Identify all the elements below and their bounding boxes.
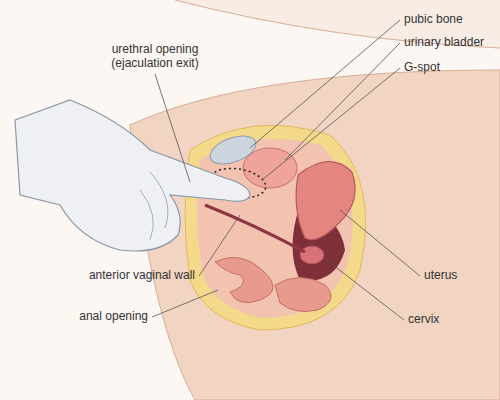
glove-folds bbox=[140, 172, 168, 240]
leader-line bbox=[262, 68, 400, 180]
pelvic-fat bbox=[185, 125, 366, 330]
leader-line bbox=[340, 210, 420, 276]
part-label: cervix bbox=[408, 312, 439, 326]
cervix bbox=[300, 246, 324, 264]
rectum bbox=[215, 258, 273, 303]
leader-line bbox=[199, 215, 240, 276]
body-skin bbox=[130, 70, 500, 400]
part-label: uterus bbox=[424, 268, 457, 282]
gloved-hand bbox=[15, 100, 250, 251]
leader-line bbox=[152, 290, 218, 317]
upper-thigh bbox=[175, 0, 500, 48]
leader-line bbox=[324, 258, 404, 320]
part-label: anal opening bbox=[79, 309, 148, 323]
intestine bbox=[275, 278, 331, 312]
uterus bbox=[296, 162, 355, 240]
part-label: pubic bone bbox=[404, 12, 463, 26]
urinary-bladder bbox=[243, 148, 297, 188]
thigh-outline bbox=[175, 0, 500, 48]
part-label: G-spot bbox=[404, 60, 440, 74]
part-label: urinary bladder bbox=[404, 35, 484, 49]
leader-line bbox=[285, 43, 400, 160]
leader-line bbox=[155, 74, 190, 182]
part-label: urethral opening (ejaculation exit) bbox=[99, 42, 211, 70]
part-label: anterior vaginal wall bbox=[89, 268, 195, 282]
